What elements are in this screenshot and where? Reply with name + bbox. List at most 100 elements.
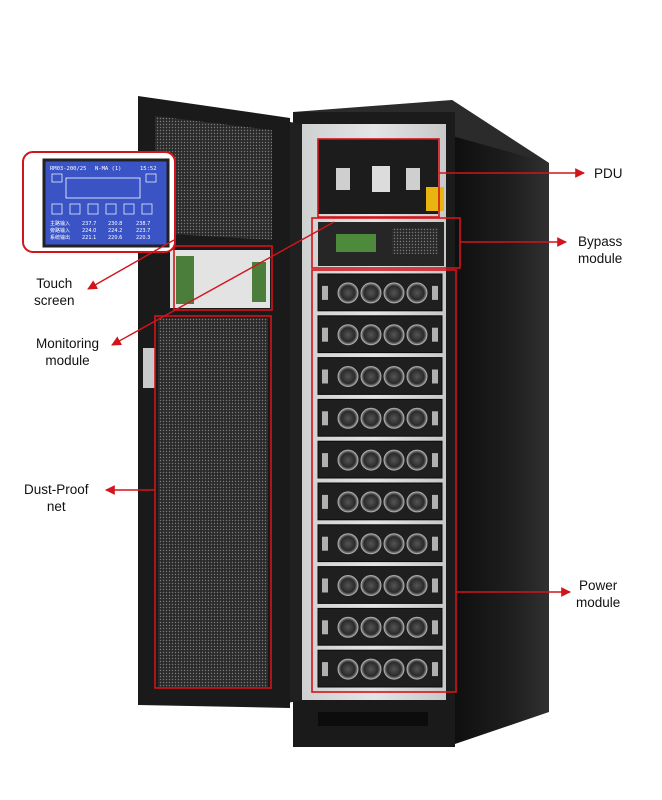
fan-icon: [337, 324, 359, 346]
bypass-module-grille: [392, 228, 438, 254]
power-module: [317, 607, 443, 646]
screen-cell-v1: 221.1: [82, 235, 96, 241]
fan-icon: [337, 616, 359, 638]
module-handle-right: [432, 369, 438, 384]
power-module: [317, 524, 443, 563]
module-handle-left: [322, 536, 328, 551]
module-handle-left: [322, 578, 328, 593]
power-module: [317, 398, 443, 437]
fan-icon: [406, 533, 428, 555]
module-handle-right: [432, 494, 438, 509]
fan-icon: [360, 407, 382, 429]
label-pdu-line1: PDU: [594, 166, 623, 181]
fan-icon: [406, 575, 428, 596]
dust-proof-net: [158, 318, 268, 688]
module-handle-right: [432, 620, 438, 635]
module-handle-right: [432, 662, 438, 677]
module-handle-left: [322, 662, 328, 677]
fan-icon: [337, 366, 359, 387]
screen-cell-label: 旁路输入: [50, 227, 70, 234]
power-module: [317, 440, 443, 479]
label-pdu: PDU: [594, 165, 623, 182]
cabinet-side-panel: [452, 100, 549, 745]
screen-cell-v3: 223.7: [136, 228, 150, 234]
door-upper-mesh: [155, 116, 272, 240]
fan-icon: [383, 658, 405, 680]
module-handle-left: [322, 453, 328, 468]
fan-icon: [360, 616, 382, 638]
fan-icon: [360, 575, 382, 596]
bypass-outline: [311, 217, 461, 269]
fan-icon: [383, 575, 405, 596]
power-module: [317, 649, 443, 688]
fan-icon: [337, 282, 359, 304]
fan-icon: [406, 282, 428, 304]
pdu-yellow-label: [426, 187, 444, 211]
screen-icon-1: [51, 173, 63, 183]
fan-icon: [406, 449, 428, 471]
pdu-breaker-1: [336, 168, 350, 190]
label-monitoring-line2: module: [45, 353, 90, 368]
pdu-breaker-2: [372, 166, 390, 192]
fan-icon: [360, 366, 382, 387]
fan-icon: [383, 407, 405, 429]
fan-icon: [383, 324, 405, 346]
screen-cell-v1: 237.7: [82, 221, 96, 227]
screen-cell-v3: 220.3: [136, 235, 150, 241]
module-handle-left: [322, 620, 328, 635]
screen-menu-icon: [51, 203, 63, 215]
dust-proof-outline: [154, 315, 272, 689]
label-touch-screen: Touch screen: [34, 275, 75, 309]
label-monitoring-line1: Monitoring: [36, 336, 100, 351]
screen-header-mid: N-MA (1): [95, 166, 122, 172]
module-handle-right: [432, 411, 438, 426]
power-module: [317, 566, 443, 604]
label-bypass-line1: Bypass: [578, 234, 623, 249]
label-power-module: Power module: [576, 577, 620, 611]
screen-menu-icon: [105, 203, 117, 215]
fan-icon: [406, 491, 428, 513]
monitoring-outline: [173, 245, 273, 311]
fan-icon: [383, 366, 405, 387]
label-touch-line1: Touch: [36, 276, 73, 291]
label-dust-proof-net: Dust-Proof net: [24, 481, 89, 515]
power-module-stack: [317, 273, 443, 688]
module-handle-left: [322, 285, 328, 300]
screen-menu-icon: [69, 203, 81, 215]
screen-icon-2: [145, 173, 157, 183]
label-power-line1: Power: [579, 578, 618, 593]
fan-icon: [337, 449, 359, 471]
door-handle: [143, 348, 155, 388]
fan-icon: [383, 491, 405, 513]
module-handle-left: [322, 494, 328, 509]
power-module: [317, 357, 443, 395]
monitoring-module-board: [176, 256, 194, 304]
power-module: [317, 315, 443, 354]
screen-cell-v2: 224.2: [108, 228, 122, 234]
screen-cell-v2: 230.8: [108, 221, 122, 227]
fan-icon: [406, 407, 428, 429]
fan-icon: [337, 407, 359, 429]
pdu-breaker-3: [406, 168, 420, 190]
monitoring-leader-arrow: [111, 221, 335, 346]
label-dust-line2: net: [46, 499, 66, 514]
fan-icon: [360, 282, 382, 304]
fan-icon: [360, 658, 382, 680]
fan-icon: [337, 658, 359, 680]
fan-icon: [383, 282, 405, 304]
cabinet-base-slot: [318, 712, 428, 726]
module-handle-right: [432, 453, 438, 468]
fan-icon: [337, 575, 359, 596]
screen-menu-icon: [123, 203, 135, 215]
power-outline: [311, 269, 457, 693]
fan-icon: [360, 449, 382, 471]
screen-cell-label: 主路输入: [50, 220, 70, 227]
screen-cell-v1: 224.0: [82, 228, 96, 234]
module-handle-left: [322, 369, 328, 384]
fan-icon: [383, 616, 405, 638]
label-bypass-module: Bypass module: [578, 233, 622, 267]
power-module: [317, 273, 443, 312]
fan-icon: [406, 324, 428, 346]
bypass-module-connector: [336, 234, 376, 252]
